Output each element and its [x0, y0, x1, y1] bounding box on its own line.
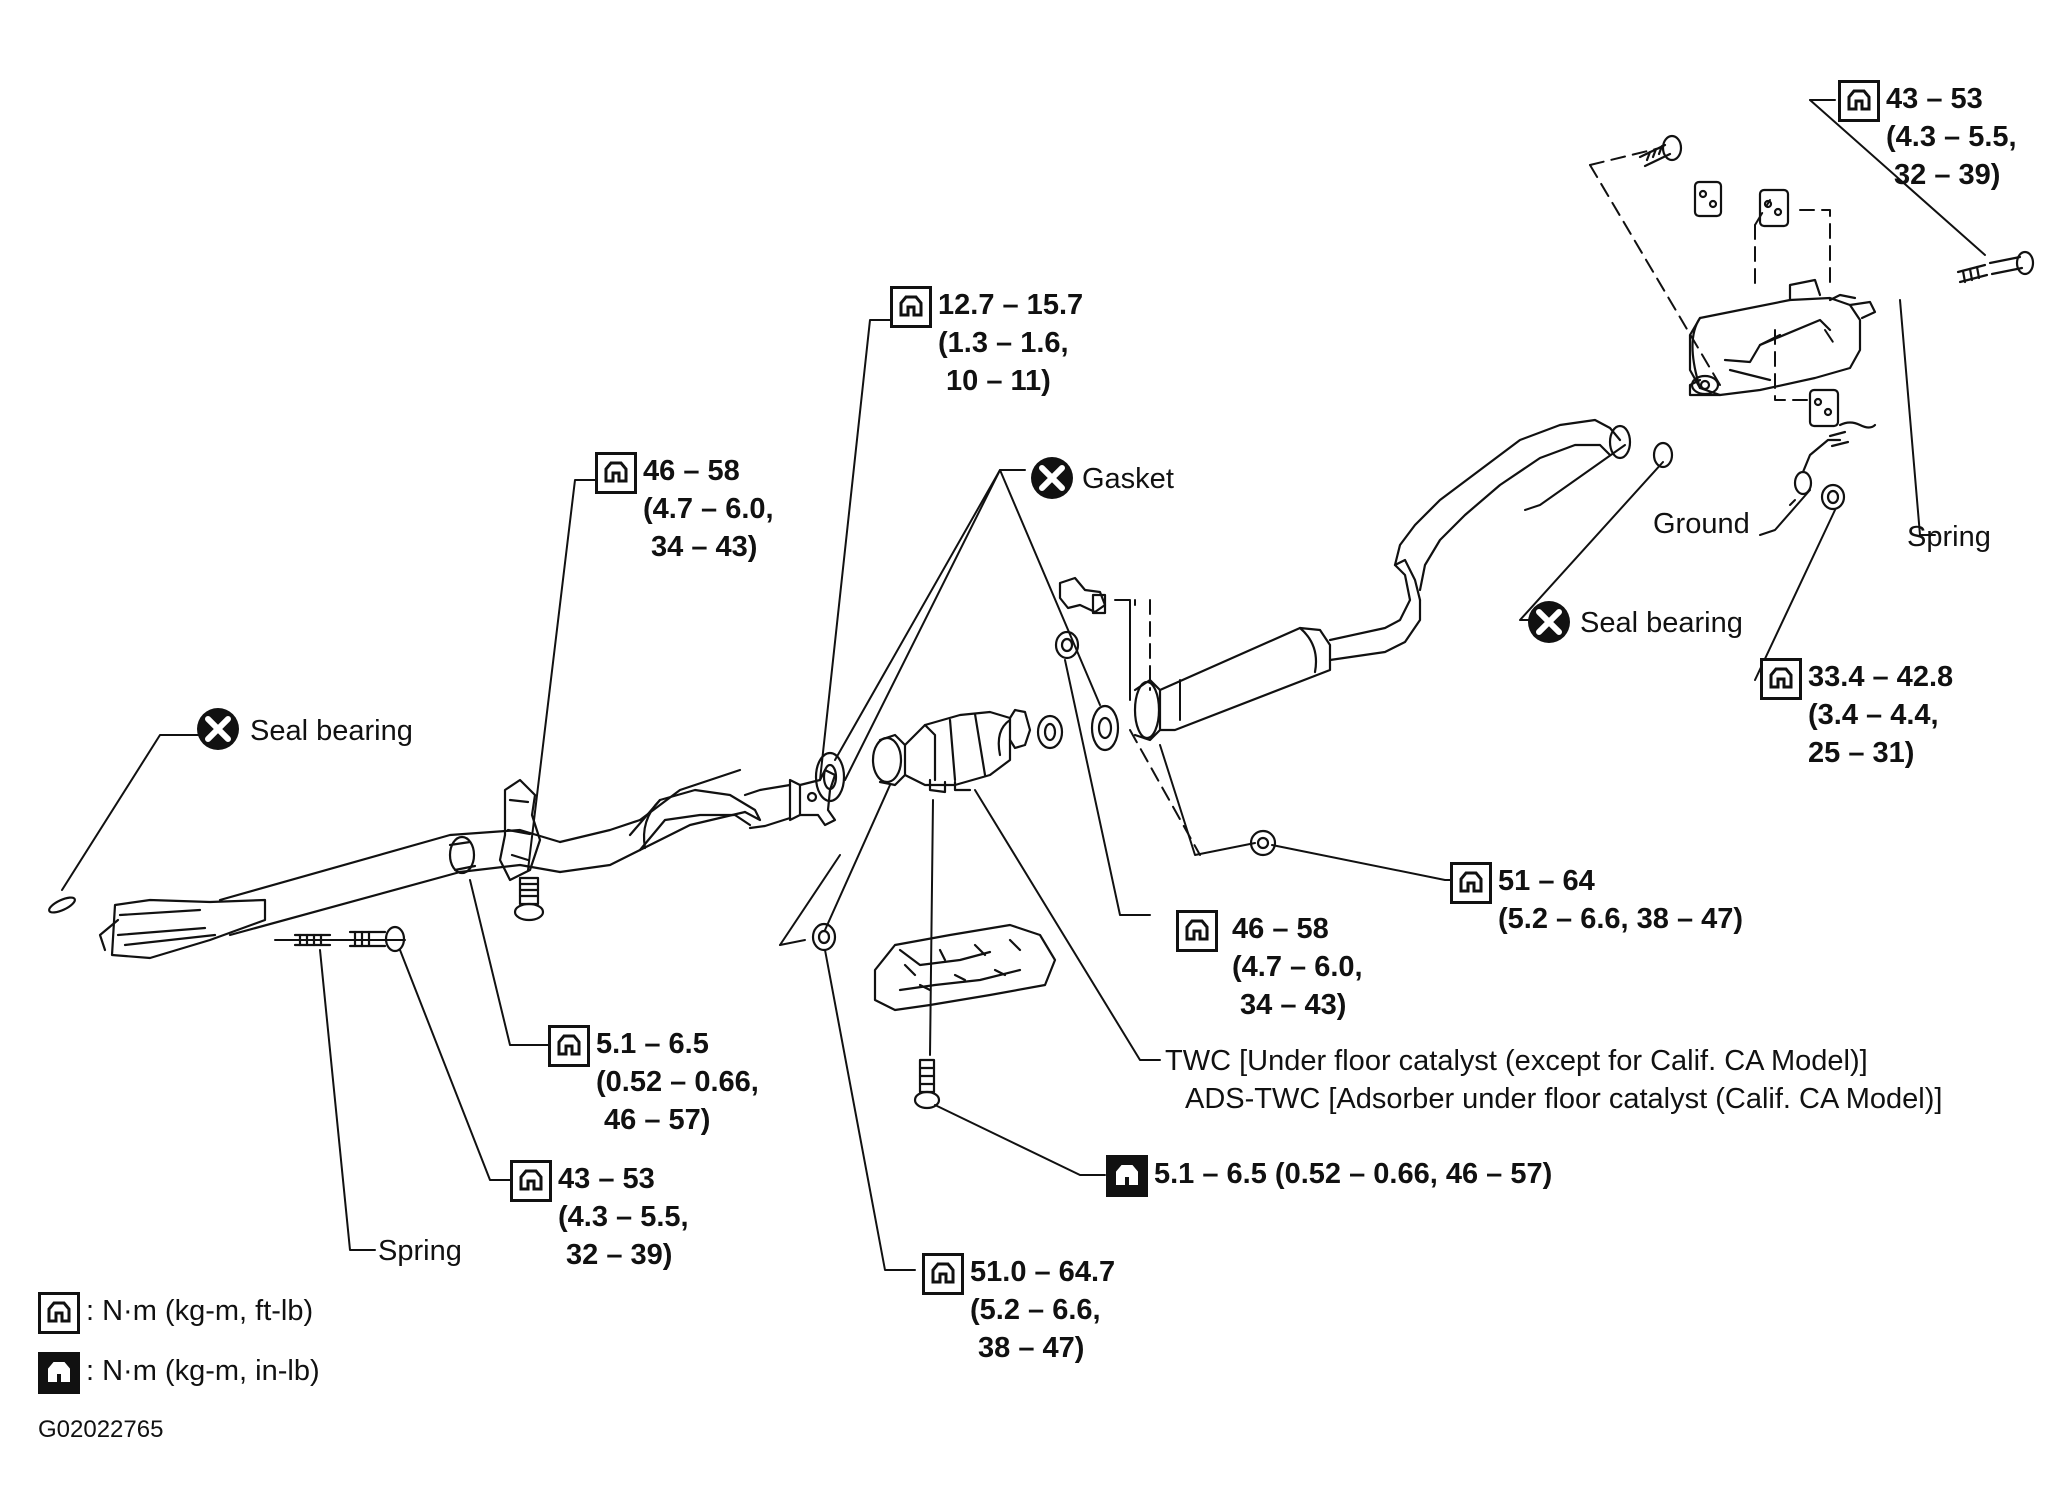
torque-spec-middle-nut: 51 – 64 (5.2 – 6.6, 38 – 47) [1450, 862, 1743, 938]
tail-pipe-end [1838, 421, 1877, 429]
x-circle-icon [1528, 601, 1570, 643]
torque-spec-ground: 33.4 – 42.8 (3.4 – 4.4, 25 – 31) [1760, 658, 1953, 772]
torque-line: (4.3 – 5.5, [1886, 121, 2017, 153]
torque-spec-front-bracket: 5.1 – 6.5 (0.52 – 0.66, 46 – 57) [548, 1025, 759, 1139]
x-circle-icon [197, 708, 239, 750]
hanger-3 [1808, 388, 1840, 428]
gasket-label: Gasket [1082, 463, 1174, 495]
sensor-bracket [1058, 576, 1107, 615]
figure-code: G02022765 [38, 1416, 164, 1443]
rear-bolt-top [1638, 134, 1683, 168]
torque-line: 51.0 – 64.7 [970, 1256, 1116, 1288]
hanger-1 [1693, 180, 1723, 218]
torque-spec-center: 46 – 58 (4.7 – 6.0, 34 – 43) [1176, 910, 1363, 1024]
torque-line: 43 – 53 [1886, 83, 1983, 115]
hanger-2 [1758, 188, 1790, 228]
filled-wrench-torque-icon [1106, 1155, 1148, 1197]
open-wrench-torque-icon [548, 1025, 590, 1067]
twc-label: TWC [Under floor catalyst (except for Ca… [1165, 1045, 1868, 1077]
torque-line: (5.2 – 6.6, 38 – 47) [1498, 903, 1744, 935]
torque-spec-lower-nut: 51.0 – 64.7 (5.2 – 6.6, 38 – 47) [922, 1253, 1115, 1367]
spring-rear-label: Spring [1907, 521, 1991, 553]
torque-line: 25 – 31) [1808, 737, 1915, 769]
filled-wrench-torque-icon [38, 1352, 80, 1394]
legend-filled-label: : N·m (kg-m, in-lb) [86, 1355, 320, 1387]
torque-line: 51 – 64 [1498, 865, 1595, 897]
torque-line: 33.4 – 42.8 [1808, 661, 1954, 693]
torque-line: 38 – 47) [978, 1332, 1085, 1364]
rear-muffler [1688, 278, 1877, 397]
torque-line: 43 – 53 [558, 1163, 655, 1195]
torque-line: 46 – 58 [643, 455, 740, 487]
nut-center-small [1054, 630, 1080, 660]
front-catalyst [628, 768, 837, 852]
legend-open: : N·m (kg-m, ft-lb) [38, 1292, 313, 1334]
front-bracket [498, 778, 545, 922]
spring-front-label: Spring [378, 1235, 462, 1267]
open-wrench-torque-icon [1450, 862, 1492, 904]
torque-line: (4.7 – 6.0, [643, 493, 774, 525]
torque-line: 32 – 39) [566, 1239, 673, 1271]
torque-line: 10 – 11) [946, 365, 1051, 397]
legend-open-label: : N·m (kg-m, ft-lb) [86, 1295, 314, 1327]
dashed-leaders [1129, 147, 1836, 856]
front-exhaust-tube [48, 768, 747, 960]
x-circle-icon [1031, 457, 1073, 499]
torque-spec-top-right: 43 – 53 (4.3 – 5.5, 32 – 39) [1838, 80, 2017, 194]
torque-spec-front-spring: 43 – 53 (4.3 – 5.5, 32 – 39) [510, 1160, 689, 1274]
legend-filled: : N·m (kg-m, in-lb) [38, 1352, 320, 1394]
gasket-flange-1 [814, 751, 846, 803]
torque-line: (5.2 – 6.6, [970, 1294, 1101, 1326]
torque-line: 32 – 39) [1894, 159, 2001, 191]
torque-line: (4.7 – 6.0, [1232, 951, 1363, 983]
torque-line: 46 – 58 [1232, 913, 1329, 945]
underfloor-catalyst [871, 708, 1064, 794]
ground-strap [1793, 430, 1850, 511]
torque-line: (1.3 – 1.6, [938, 327, 1069, 359]
heat-shield [873, 923, 1057, 1012]
torque-line: (3.4 – 4.4, [1808, 699, 1939, 731]
torque-spec-flange-upper: 12.7 – 15.7 (1.3 – 1.6, 10 – 11) [890, 286, 1083, 400]
gasket-flange-2 [1090, 704, 1120, 752]
seal-bearing-rear-label: Seal bearing [1580, 607, 1743, 639]
open-wrench-torque-icon [1176, 910, 1218, 952]
torque-line: 34 – 43) [651, 531, 758, 563]
open-wrench-torque-icon [890, 286, 932, 328]
torque-spec-heat-shield: 5.1 – 6.5 (0.52 – 0.66, 46 – 57) [1106, 1155, 1552, 1197]
ads-twc-label: ADS-TWC [Adsorber under floor catalyst (… [1185, 1083, 1943, 1115]
leader-lines [61, 99, 1986, 1271]
seal-bearing-rear-ring [1652, 441, 1674, 469]
torque-line: 12.7 – 15.7 [938, 289, 1084, 321]
open-wrench-torque-icon [922, 1253, 964, 1295]
torque-line: (0.52 – 0.66, [596, 1066, 759, 1098]
open-wrench-torque-icon [38, 1292, 80, 1334]
open-wrench-torque-icon [510, 1160, 552, 1202]
open-wrench-torque-icon [595, 452, 637, 494]
ground-label: Ground [1653, 508, 1750, 540]
open-wrench-torque-icon [1760, 658, 1802, 700]
torque-line: 5.1 – 6.5 [596, 1028, 709, 1060]
torque-spec-front-left: 46 – 58 (4.7 – 6.0, 34 – 43) [595, 452, 774, 566]
nut-left [811, 922, 837, 952]
torque-line: 46 – 57) [604, 1104, 711, 1136]
torque-line: 5.1 – 6.5 (0.52 – 0.66, 46 – 57) [1154, 1158, 1553, 1190]
open-wrench-torque-icon [1838, 80, 1880, 122]
rear-bolt-right [1956, 250, 2035, 284]
seal-bearing-front-label: Seal bearing [250, 715, 413, 747]
heat-shield-bolt [913, 1058, 941, 1110]
torque-line: (4.3 – 5.5, [558, 1201, 689, 1233]
torque-line: 34 – 43) [1240, 989, 1347, 1021]
center-muffler [1133, 418, 1632, 742]
